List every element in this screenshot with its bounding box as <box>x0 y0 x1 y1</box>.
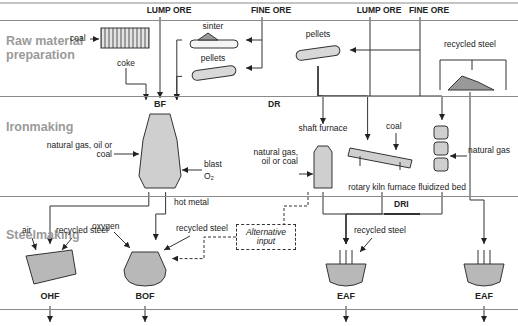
flow-arrow <box>318 66 323 124</box>
furnace-box: EAF <box>318 244 374 302</box>
scrap-crane <box>440 60 506 90</box>
furnace-box: EAF <box>456 244 512 302</box>
shaft-furnace <box>314 146 332 188</box>
flow-arrow <box>172 237 236 259</box>
coke-oven <box>101 28 149 48</box>
stage-band: SteelmakingOHF BOF EAF EAF Alternative input <box>0 196 518 310</box>
shaft-furnace-box: shaft furnace <box>298 124 348 192</box>
pelletizer <box>296 45 341 61</box>
input-heading: FINE ORE <box>399 6 459 15</box>
fluidized-bed-box: fluidized bed <box>418 120 466 192</box>
input-heading: LUMP ORE <box>139 6 199 15</box>
node-label: shaft furnace <box>298 124 347 133</box>
node-label: pellets <box>306 30 331 39</box>
top-rule <box>0 3 518 4</box>
electrodes <box>478 250 490 264</box>
flow-arrow <box>156 192 166 240</box>
rotary-kiln-box: rotary kiln furnace <box>346 140 418 192</box>
stage-title: Raw material preparation <box>6 35 94 63</box>
sinter-plant-box: sinter <box>182 22 244 52</box>
basic-oxygen-furnace <box>124 252 166 286</box>
kiln-supports <box>360 156 400 170</box>
flow-arrow <box>323 192 346 244</box>
node-label: EAF <box>337 292 355 302</box>
equipment-icons <box>26 28 506 286</box>
flow-arrow <box>346 192 382 244</box>
furnace-box: BOF <box>118 240 172 302</box>
pellet-plant-box: pellets <box>182 54 244 86</box>
node-label: sinter <box>203 22 224 31</box>
node-label: OHF <box>41 292 60 302</box>
alternative-input-box: Alternative input <box>236 224 296 250</box>
input-label: natural gas, oil or coal <box>40 141 112 160</box>
feed-lines <box>32 17 484 322</box>
stage-title: Steelmaking <box>6 229 94 243</box>
route-label: DR <box>268 100 288 109</box>
input-label: natural gas, oil or coal <box>250 148 298 167</box>
node-label: pellets <box>201 54 226 63</box>
rotary-kiln <box>348 148 412 168</box>
input-label: recycled steel <box>354 226 414 235</box>
flow-arrow <box>346 192 442 244</box>
open-hearth-furnace <box>26 250 76 284</box>
node-label: recycled steel <box>444 40 496 49</box>
node-label: BOF <box>136 292 155 302</box>
electric-arc-furnace <box>464 264 504 286</box>
input-label: oxygen <box>92 222 126 231</box>
electric-arc-furnace <box>326 264 366 286</box>
flow-arrow <box>318 66 442 120</box>
stage-title: Ironmaking <box>6 121 94 135</box>
blast-furnace-box: BF <box>132 100 188 192</box>
node-label: Alternative input <box>240 228 292 247</box>
input-label: natural gas <box>468 146 514 155</box>
node-label: rotary kiln furnace <box>348 183 416 192</box>
input-label: coal <box>386 122 410 131</box>
scrap-pile <box>448 76 494 90</box>
flow-arrow <box>177 40 182 100</box>
stage-band: Ironmaking BF shaft furnace rotary kiln fur… <box>0 96 518 197</box>
pelletizer <box>192 65 237 81</box>
scrap-yard-box: recycled steel <box>430 40 510 92</box>
flow-arrow <box>470 92 484 244</box>
electrodes <box>340 250 352 264</box>
node-label: coke <box>117 59 135 68</box>
coke-oven-box: coke <box>98 24 154 68</box>
input-heading: LUMP ORE <box>349 6 409 15</box>
pellet-plant-box: pellets <box>288 30 348 66</box>
sinter-pile <box>198 33 218 40</box>
input-heading: FINE ORE <box>241 6 301 15</box>
input-label: blast <box>204 160 234 169</box>
fluidized-bed <box>434 158 448 171</box>
node-label: fluidized bed <box>418 183 466 192</box>
node-label: EAF <box>475 292 493 302</box>
edge-label: hot metal <box>172 198 211 207</box>
product-label: DRI <box>392 200 420 209</box>
input-label: O₂ <box>204 172 224 181</box>
furnace-box: OHF <box>20 244 80 302</box>
fluidized-bed <box>434 126 448 139</box>
sinter-strand <box>190 40 238 48</box>
node-label: BF <box>154 100 166 110</box>
fluidized-bed <box>434 142 448 155</box>
input-label: recycled steel <box>176 224 232 233</box>
stage-band: Raw material preparation coke sinter pellet… <box>0 20 518 97</box>
blast-furnace <box>139 114 181 188</box>
